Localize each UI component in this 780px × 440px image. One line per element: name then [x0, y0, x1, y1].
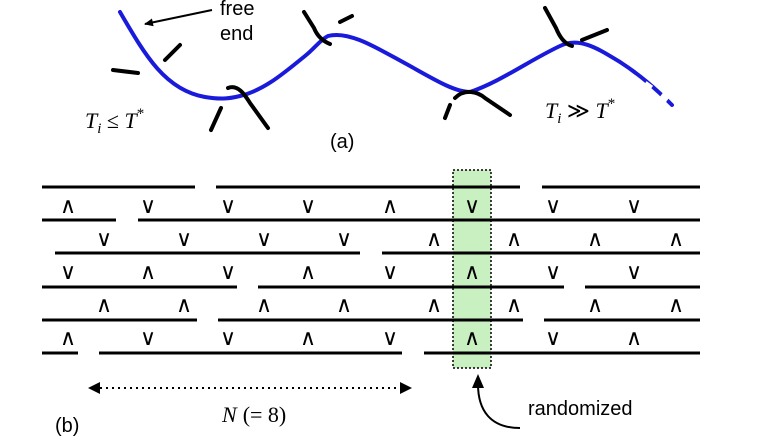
spin-up-symbol: ∧ — [300, 326, 316, 351]
free-end-label-line1: free — [220, 0, 254, 20]
spin-symbols: ∧ ∨ ∨ ∨ ∧ ∨ ∨ ∨ ∨ ∨ ∨ ∨ ∧ ∧ ∧ ∧ ∨ ∧ ∨ ∧ ∨ ∧ ∨ ∨ ∧ ∧ ∧ ∧ ∧ ∧ ∧ ∧ ∧ ∨ ∨ ∧ ∨ ∧ ∨ ∧ — [60, 194, 684, 351]
spin-down-symbol: ∨ — [220, 260, 236, 285]
randomized-label: randomized — [528, 398, 633, 420]
spin-down-symbol: ∨ — [220, 194, 236, 219]
panel-b: ∧∨∨∨∧∨∨∨∨∨∨∨∧∧∧∧∨∧∨∧∨∧∨∨∧∧∧∧∧∧∧∧∧∨∨∧∨∧∨∧… — [42, 169, 700, 437]
spin-down-symbol: ∨ — [545, 194, 561, 219]
spin-up-symbol: ∧ — [336, 293, 352, 318]
bond-lines — [42, 185, 700, 355]
spin-down-symbol: ∨ — [256, 227, 272, 252]
spin-down-symbol: ∨ — [300, 194, 316, 219]
spin-down-symbol: ∨ — [464, 194, 480, 219]
spin-down-symbol: ∨ — [382, 260, 398, 285]
spin-down-symbol: ∨ — [382, 326, 398, 351]
panel-b-label: (b) — [55, 415, 79, 437]
spin-down-symbol: ∨ — [545, 326, 561, 351]
free-end-arrow — [144, 9, 213, 27]
crossing-segments — [111, 6, 609, 132]
free-end-label-line2: end — [220, 23, 253, 45]
spin-down-symbol: ∨ — [626, 260, 642, 285]
right-relation: Ti ≫ T* — [545, 96, 615, 127]
spin-up-symbol: ∧ — [668, 293, 684, 318]
spin-up-symbol: ∧ — [256, 293, 272, 318]
spin-up-symbol: ∧ — [668, 227, 684, 252]
spin-up-symbol: ∧ — [506, 293, 522, 318]
spin-up-symbol: ∧ — [506, 227, 522, 252]
length-arrow-left-head — [88, 382, 100, 394]
segment — [453, 90, 512, 117]
segment — [209, 106, 223, 132]
spin-up-symbol: ∧ — [587, 227, 603, 252]
segment — [543, 6, 574, 48]
segment — [226, 85, 270, 130]
spin-up-symbol: ∧ — [176, 293, 192, 318]
spin-down-symbol: ∨ — [60, 260, 76, 285]
spin-down-symbol: ∨ — [176, 227, 192, 252]
spin-up-symbol: ∧ — [587, 293, 603, 318]
randomized-arrow — [477, 383, 521, 429]
spin-down-symbol: ∨ — [336, 227, 352, 252]
spin-down-symbol: ∨ — [96, 227, 112, 252]
panel-a-label: (a) — [330, 131, 354, 153]
spin-down-symbol: ∨ — [545, 260, 561, 285]
randomized-column-highlight — [452, 169, 492, 369]
spin-up-symbol: ∧ — [60, 194, 76, 219]
spin-up-symbol: ∧ — [140, 260, 156, 285]
spin-up-symbol: ∧ — [300, 260, 316, 285]
randomized-arrow-head — [472, 374, 484, 388]
polymer-strand — [118, 10, 674, 107]
left-relation: Ti ≤ T* — [85, 106, 144, 137]
segment — [338, 14, 354, 24]
segment — [302, 10, 332, 46]
spin-up-symbol: ∧ — [426, 293, 442, 318]
panel-a: free end Ti ≤ T* Ti ≫ T* (a) — [85, 0, 680, 153]
spin-down-symbol: ∨ — [626, 194, 642, 219]
spin-up-symbol: ∧ — [464, 260, 480, 285]
segment — [111, 68, 140, 75]
spin-up-symbol: ∧ — [426, 227, 442, 252]
spin-down-symbol: ∨ — [140, 194, 156, 219]
length-arrow-right-head — [400, 382, 412, 394]
spin-up-symbol: ∧ — [382, 194, 398, 219]
spin-up-symbol: ∧ — [60, 326, 76, 351]
spin-up-symbol: ∧ — [96, 293, 112, 318]
spin-up-symbol: ∧ — [626, 326, 642, 351]
spin-up-symbol: ∧ — [464, 326, 480, 351]
spin-down-symbol: ∨ — [140, 326, 156, 351]
segment — [163, 43, 182, 62]
spin-down-symbol: ∨ — [220, 326, 236, 351]
segment — [580, 28, 609, 42]
strand-dashed-tail — [638, 77, 680, 111]
segment — [443, 103, 452, 120]
n-label: N(= 8) — [221, 402, 286, 427]
